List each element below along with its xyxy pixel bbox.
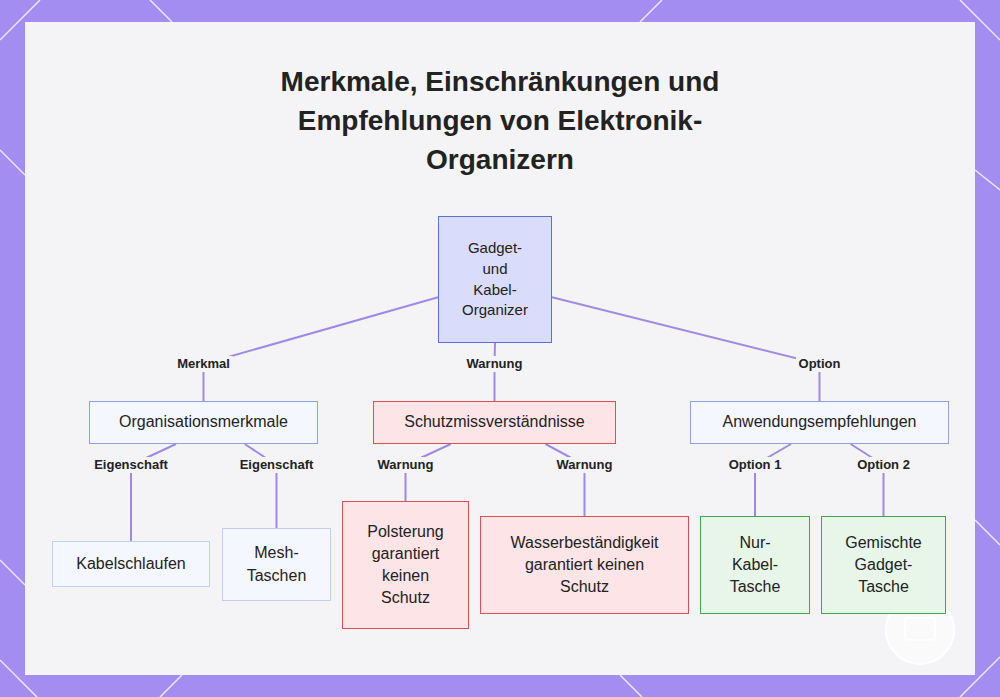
node-label: Gemischte Gadget-Tasche bbox=[838, 532, 930, 598]
connector-line bbox=[552, 297, 820, 401]
node-label: Wasserbeständigkeit garantiert keinen Sc… bbox=[505, 532, 665, 598]
root-box: Gadget- und Kabel-Organizer bbox=[438, 216, 552, 343]
node-label: Mesh-Taschen bbox=[237, 542, 317, 586]
edge-label: Warnung bbox=[464, 356, 526, 372]
warning-box: Wasserbeständigkeit garantiert keinen Sc… bbox=[480, 516, 689, 614]
connector-line bbox=[546, 444, 585, 516]
edge-label: Eigenschaft bbox=[91, 457, 171, 473]
warning-category-box: Schutzmissverständnisse bbox=[373, 401, 616, 444]
feature-box: Mesh-Taschen bbox=[222, 528, 331, 601]
watermark-icon bbox=[905, 618, 935, 640]
option-box: Gemischte Gadget-Tasche bbox=[821, 516, 946, 614]
category-box: Anwendungsempfehlungen bbox=[690, 401, 949, 444]
edge-label: Warnung bbox=[554, 457, 616, 473]
frame-line bbox=[975, 170, 1000, 190]
frame-line bbox=[640, 0, 662, 22]
frame-line bbox=[150, 0, 172, 22]
edge-label: Warnung bbox=[375, 457, 437, 473]
category-box: Organisationsmerkmale bbox=[89, 401, 318, 444]
connector-line bbox=[204, 297, 439, 401]
feature-box: Kabelschlaufen bbox=[52, 541, 210, 587]
edge-label: Option bbox=[796, 356, 844, 372]
option-box: Nur-Kabel-Tasche bbox=[700, 516, 810, 614]
frame-line bbox=[160, 675, 182, 697]
edge-label: Option 2 bbox=[854, 457, 913, 473]
frame-line bbox=[0, 150, 25, 175]
node-label: Schutzmissverständnisse bbox=[404, 411, 585, 433]
node-label: Organisationsmerkmale bbox=[119, 411, 288, 433]
node-label: Nur-Kabel-Tasche bbox=[723, 532, 787, 598]
frame-line bbox=[975, 520, 1000, 545]
edge-label: Option 1 bbox=[726, 457, 785, 473]
connector-line bbox=[755, 444, 791, 516]
edge-label: Merkmal bbox=[174, 356, 233, 372]
diagram-title: Merkmale, Einschränkungen und Empfehlung… bbox=[250, 62, 750, 179]
connector-line bbox=[851, 444, 884, 516]
edge-label: Eigenschaft bbox=[237, 457, 317, 473]
node-label: Kabelschlaufen bbox=[76, 553, 185, 575]
node-label: Anwendungsempfehlungen bbox=[723, 411, 917, 433]
frame-line bbox=[0, 560, 25, 585]
frame-line bbox=[620, 675, 642, 697]
node-label: Polsterung garantiert keinen Schutz bbox=[361, 521, 451, 609]
node-label: Gadget- und Kabel-Organizer bbox=[460, 238, 530, 321]
connector-line bbox=[494, 343, 497, 401]
warning-box: Polsterung garantiert keinen Schutz bbox=[342, 501, 469, 629]
